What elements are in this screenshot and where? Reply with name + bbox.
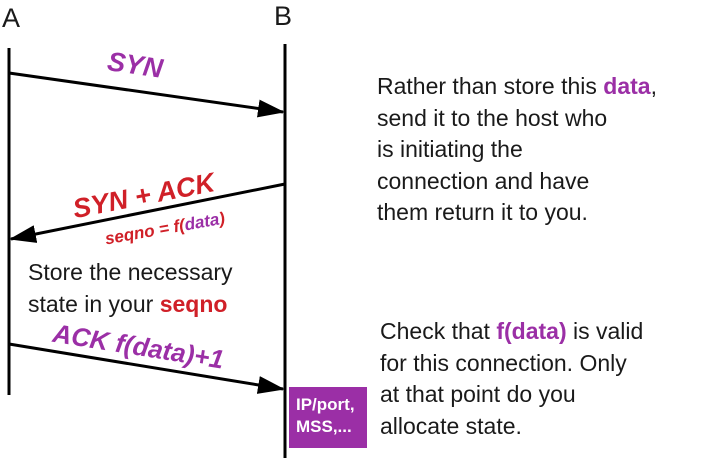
note-store-data-line2: send it to the host who bbox=[377, 104, 608, 131]
note-check-fdata-line1-prefix: Check that bbox=[380, 318, 497, 344]
note-store-data-line1-suffix: , bbox=[650, 73, 657, 99]
allocated-state-box-line2: MSS,... bbox=[296, 417, 352, 436]
host-b-label: B bbox=[274, 1, 293, 31]
note-store-data: Rather than store this data, send it to … bbox=[377, 71, 657, 229]
allocated-state-box: IP/port, MSS,... bbox=[289, 387, 367, 448]
store-state-note-line1: Store the necessary bbox=[28, 259, 233, 285]
note-store-data-line1: Rather than store this data, bbox=[377, 71, 657, 103]
note-store-data-line1-prefix: Rather than store this bbox=[377, 73, 604, 99]
note-check-fdata-line2: for this connection. Only bbox=[380, 349, 627, 376]
note-check-fdata: Check that f(data) is valid for this con… bbox=[380, 316, 643, 442]
synack-arrow bbox=[9, 182, 286, 243]
store-state-note-seqno: seqno bbox=[159, 291, 228, 317]
allocated-state-box-line1: IP/port, bbox=[296, 395, 355, 414]
note-check-fdata-line3: at that point do you bbox=[380, 381, 576, 407]
note-store-data-highlight: data bbox=[603, 73, 651, 99]
host-a-label: A bbox=[2, 3, 21, 33]
store-state-note-line2: state in your seqno bbox=[28, 288, 233, 320]
syn-arrow bbox=[8, 71, 285, 118]
note-check-fdata-line4: allocate state. bbox=[380, 412, 522, 439]
note-store-data-line5: them return it to you. bbox=[377, 199, 588, 225]
store-state-note-line2-text: state in your bbox=[28, 291, 160, 317]
note-check-fdata-line1: Check that f(data) is valid bbox=[380, 316, 643, 348]
note-check-fdata-line1-suffix: is valid bbox=[566, 318, 644, 344]
note-store-data-line4: connection and have bbox=[377, 167, 590, 194]
note-store-data-line3: is initiating the bbox=[377, 136, 523, 162]
note-check-fdata-highlight: f(data) bbox=[496, 318, 567, 344]
ack-arrow bbox=[8, 342, 285, 394]
store-state-note: Store the necessary state in your seqno bbox=[28, 256, 233, 320]
